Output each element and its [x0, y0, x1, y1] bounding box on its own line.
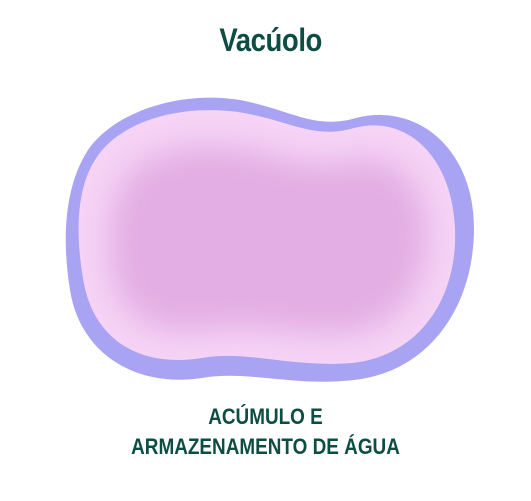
vacuole-sap: [109, 145, 428, 335]
caption-line-1: ACÚMULO E: [208, 404, 323, 429]
page-title: Vacúolo: [219, 22, 322, 58]
caption-line-2: ARMAZENAMENTO DE ÁGUA: [131, 434, 400, 459]
vacuole-function-caption: ACÚMULO E ARMAZENAMENTO DE ÁGUA: [37, 402, 494, 462]
